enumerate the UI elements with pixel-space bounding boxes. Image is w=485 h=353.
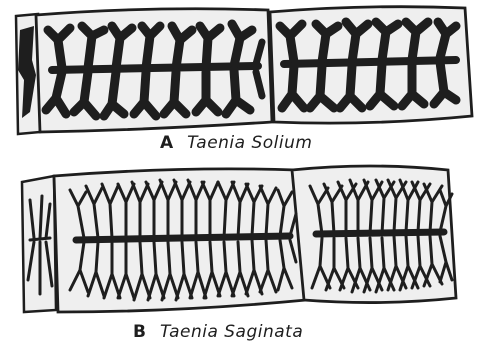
panel-a-species-name: Taenia Solium <box>187 133 312 153</box>
panel-b-taenia-saginata <box>22 166 456 312</box>
panel-b-letter: B <box>133 322 146 342</box>
panel-a-taenia-solium <box>16 7 472 134</box>
caption-a: A Taenia Solium <box>160 133 312 153</box>
caption-b: B Taenia Saginata <box>133 322 303 342</box>
panel-b-species-name: Taenia Saginata <box>160 322 303 342</box>
panel-a-letter: A <box>160 133 173 153</box>
